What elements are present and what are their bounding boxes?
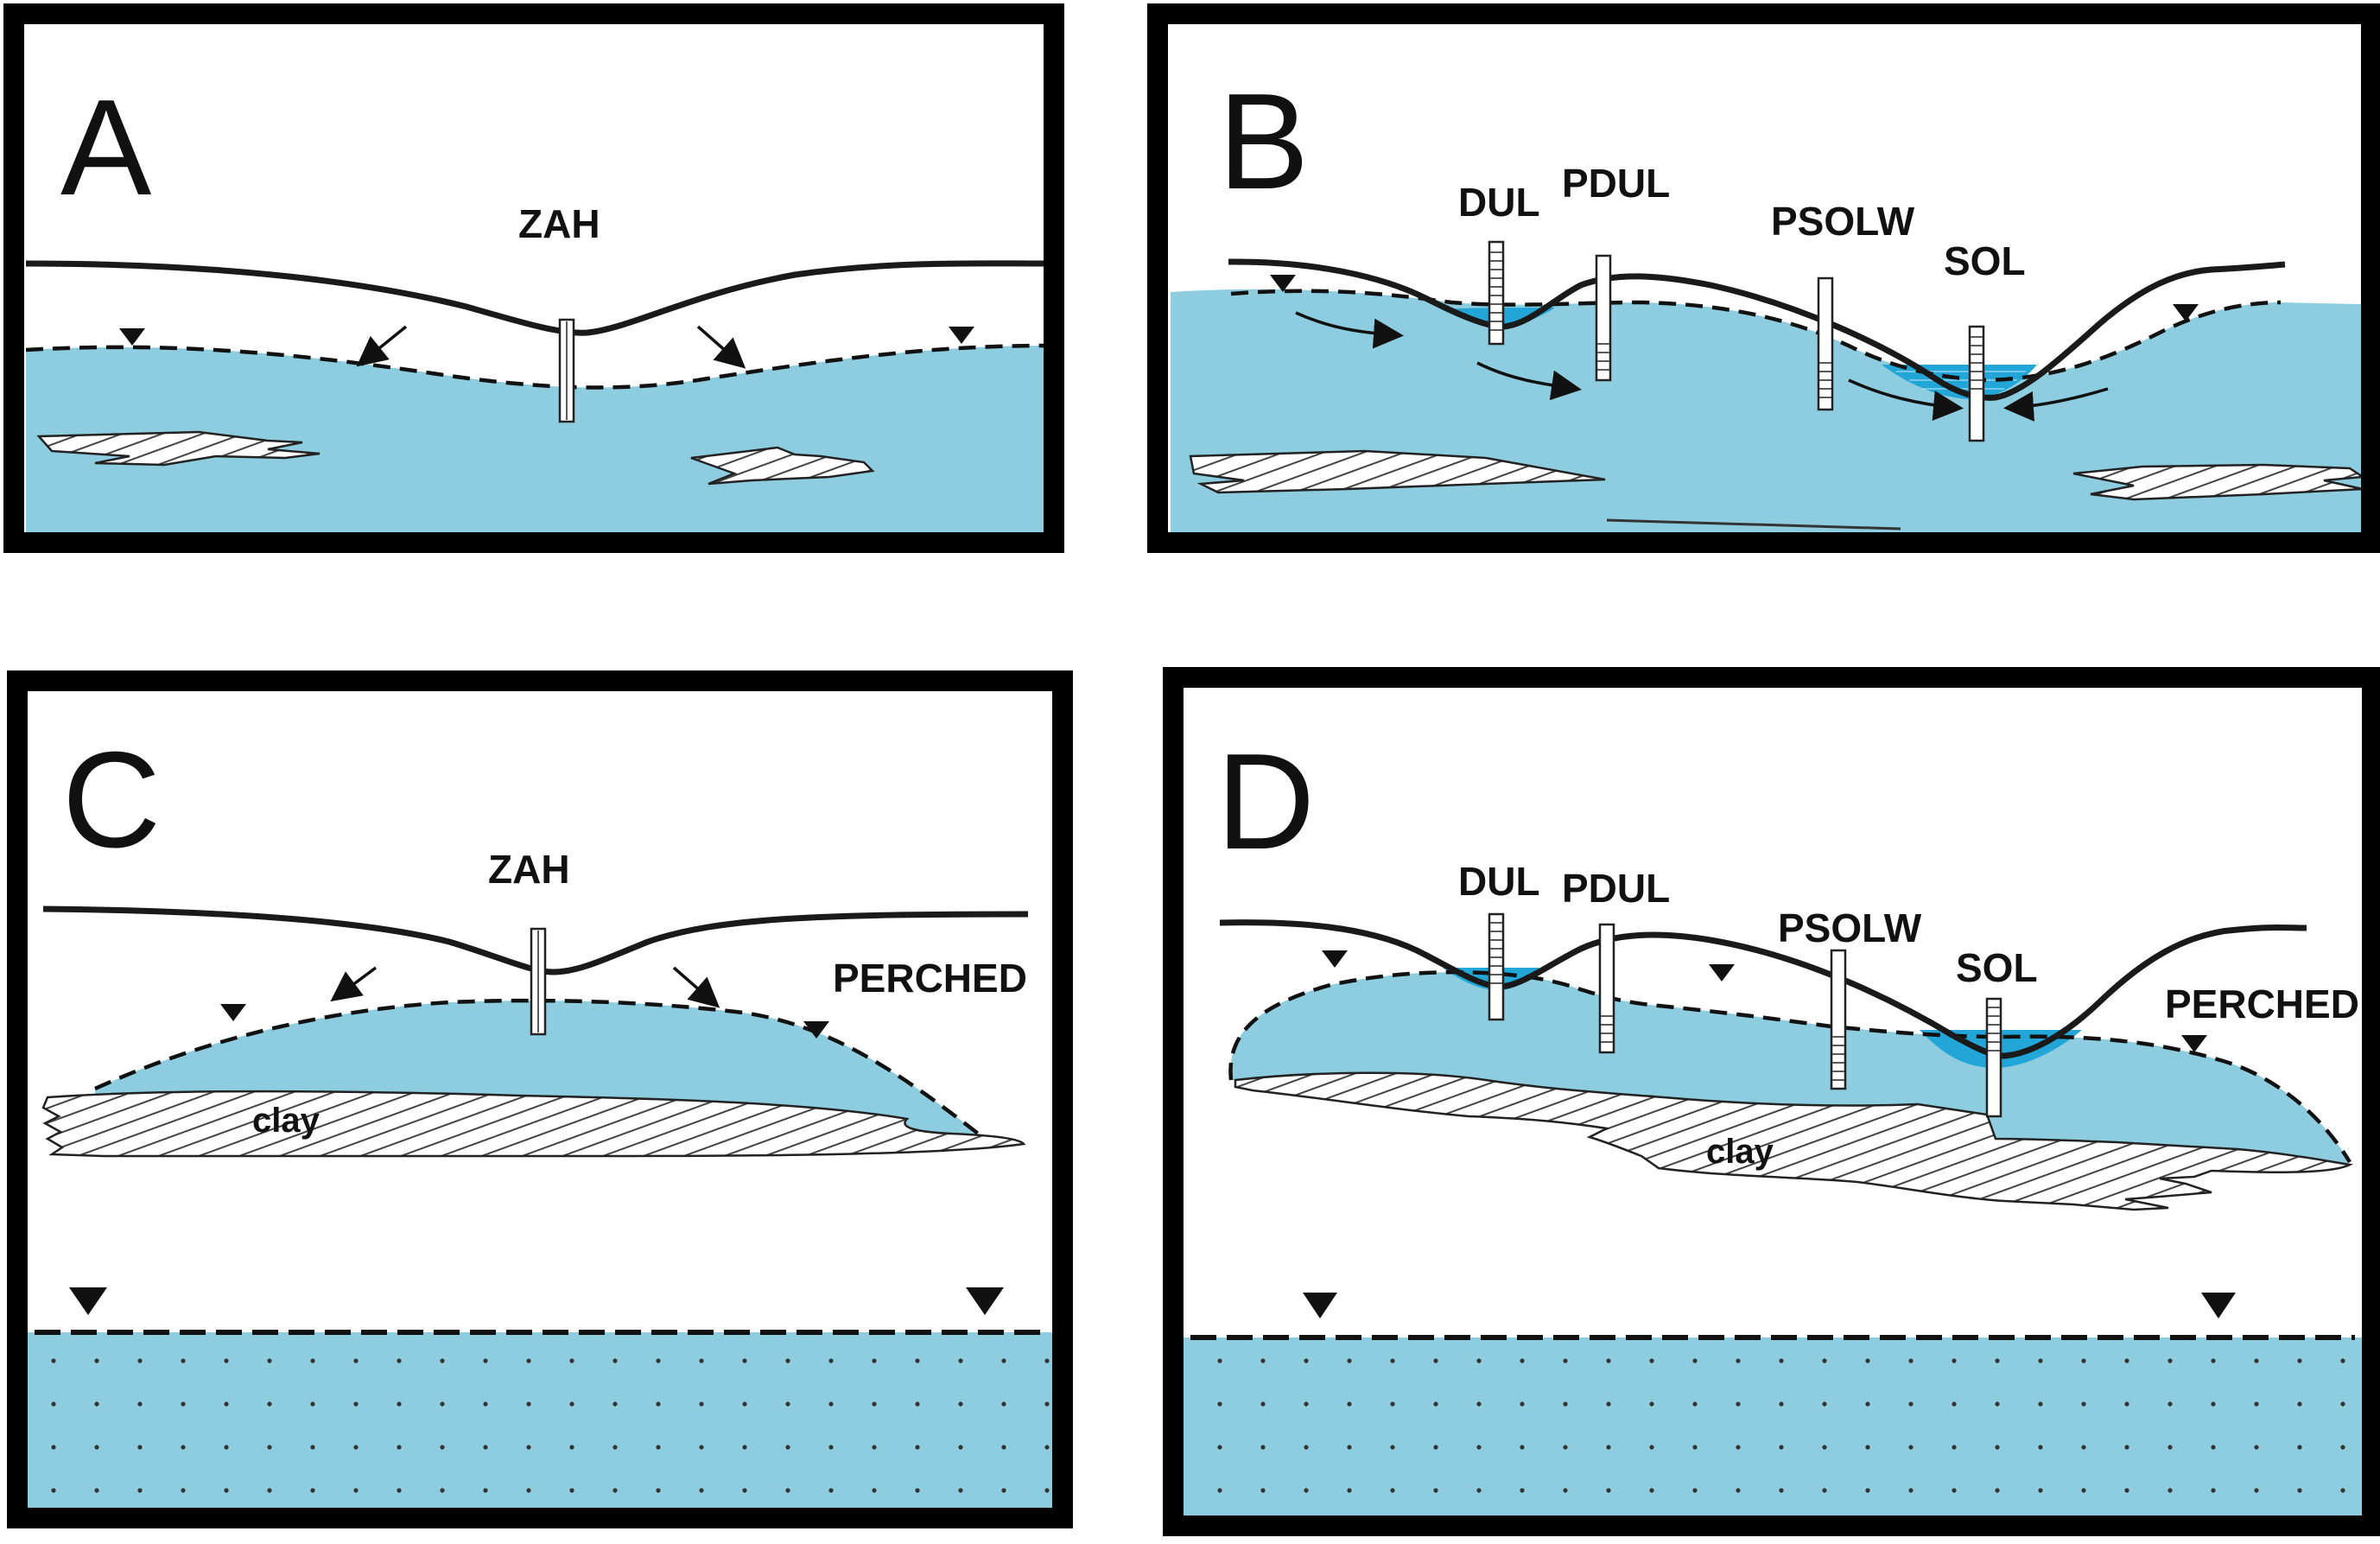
panel-label: A <box>60 72 152 224</box>
perched-water-table <box>1228 969 2351 1164</box>
water-table-symbol <box>69 1287 107 1315</box>
clay-lens <box>2072 463 2361 501</box>
perched-label: PERCHED <box>833 956 1027 1001</box>
clay-edge <box>1606 518 1901 531</box>
well-sol <box>1968 325 1985 442</box>
perched-label: PERCHED <box>2165 982 2359 1026</box>
ground-surface <box>1219 919 2307 1059</box>
perched-water-table <box>94 998 987 1141</box>
water-table-symbol <box>1303 1293 1337 1318</box>
clay-lens <box>1189 449 1606 494</box>
perched-water-zone <box>1230 972 2350 1166</box>
water-table-symbol <box>1270 275 1296 292</box>
well-dul <box>1488 240 1505 346</box>
flow-arrow <box>1848 378 1964 422</box>
aquifer-dots <box>1184 1337 2362 1519</box>
flow-arrow <box>696 325 746 369</box>
groundwater-zone <box>1171 289 2361 532</box>
zah-label: ZAH <box>518 201 600 246</box>
panel-b: B DUL PDUL PSOLW SOL <box>1147 3 2380 553</box>
water-table-symbol <box>119 328 145 346</box>
pdul-label: PDUL <box>1562 161 1670 206</box>
water-table-symbol <box>220 1004 246 1021</box>
water-table-symbol <box>2181 1035 2207 1052</box>
water-table-symbol <box>949 327 974 344</box>
panel-label: D <box>1216 726 1315 878</box>
zah-label: ZAH <box>488 847 570 892</box>
pdul-label: PDUL <box>1562 866 1670 911</box>
well-dul <box>1488 912 1505 1021</box>
sol-label: SOL <box>1944 238 2026 283</box>
flow-arrow <box>2003 387 2109 422</box>
flow-arrow <box>672 966 720 1008</box>
clay-layer <box>1234 1071 2354 1211</box>
panel-a: A ZAH <box>3 3 1064 553</box>
well-psolw <box>1817 276 1834 411</box>
aquifer-dots <box>28 1332 1052 1508</box>
panel-c: C ZAH PERCHED clay <box>7 670 1073 1528</box>
clay-layer <box>41 1090 1026 1158</box>
psolw-label: PSOLW <box>1771 199 1915 244</box>
flow-arrow <box>356 325 408 367</box>
clay-lens <box>690 446 875 486</box>
well-sol <box>1985 997 2002 1118</box>
well-psolw <box>1830 949 1847 1090</box>
well-pdul <box>1598 923 1615 1054</box>
flow-arrow <box>1476 361 1582 401</box>
panel-label: B <box>1218 66 1309 218</box>
panel-b-frame <box>1147 3 2380 553</box>
clay-label: clay <box>1706 1133 1774 1171</box>
groundwater-zone <box>26 346 1044 532</box>
dul-label: DUL <box>1458 859 1540 904</box>
panel-a-frame <box>3 3 1064 553</box>
water-table-symbol <box>2201 1293 2236 1318</box>
clay-lens <box>36 430 321 467</box>
panel-c-frame <box>7 670 1073 1528</box>
dul-label: DUL <box>1458 180 1540 225</box>
panel-d: D DUL PDUL PSOLW SOL PERCHED clay <box>1163 667 2380 1536</box>
flow-arrow <box>1295 311 1404 349</box>
flow-arrow <box>330 966 378 1002</box>
panel-label: C <box>62 724 161 876</box>
clay-label: clay <box>252 1102 321 1140</box>
water-table-symbol <box>1322 950 1348 968</box>
water-table-symbol <box>2173 304 2199 321</box>
water-table-symbol <box>966 1287 1004 1315</box>
ground-surface <box>1228 258 2286 401</box>
panel-d-frame <box>1163 667 2380 1536</box>
water-table-symbol <box>1709 964 1735 982</box>
water-table-symbol <box>803 1021 829 1039</box>
ground-surface <box>25 260 1044 336</box>
ground-surface <box>42 905 1029 975</box>
well-pdul <box>1595 254 1612 382</box>
psolw-label: PSOLW <box>1778 905 1922 950</box>
sol-label: SOL <box>1956 945 2038 990</box>
